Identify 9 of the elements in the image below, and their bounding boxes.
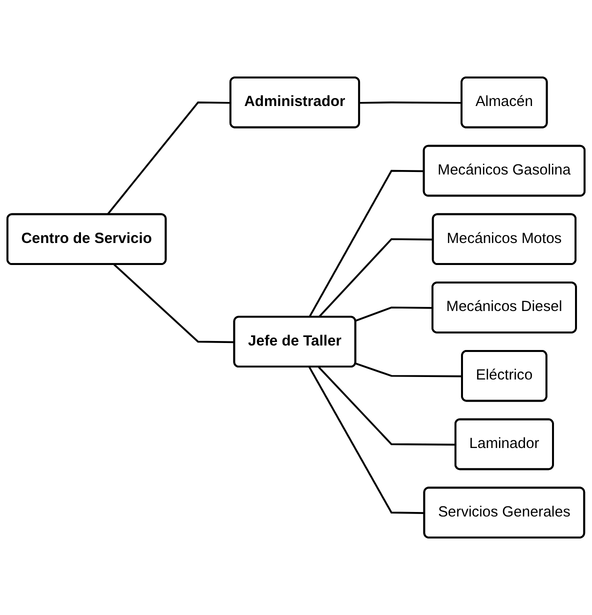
- connector: [106, 101, 231, 216]
- connector: [355, 306, 433, 322]
- connector: [355, 362, 462, 378]
- connector: [318, 238, 434, 318]
- connector: [318, 366, 456, 446]
- connector: [308, 170, 424, 318]
- connector: [360, 101, 462, 104]
- connector: [114, 264, 235, 344]
- connector: [308, 366, 425, 514]
